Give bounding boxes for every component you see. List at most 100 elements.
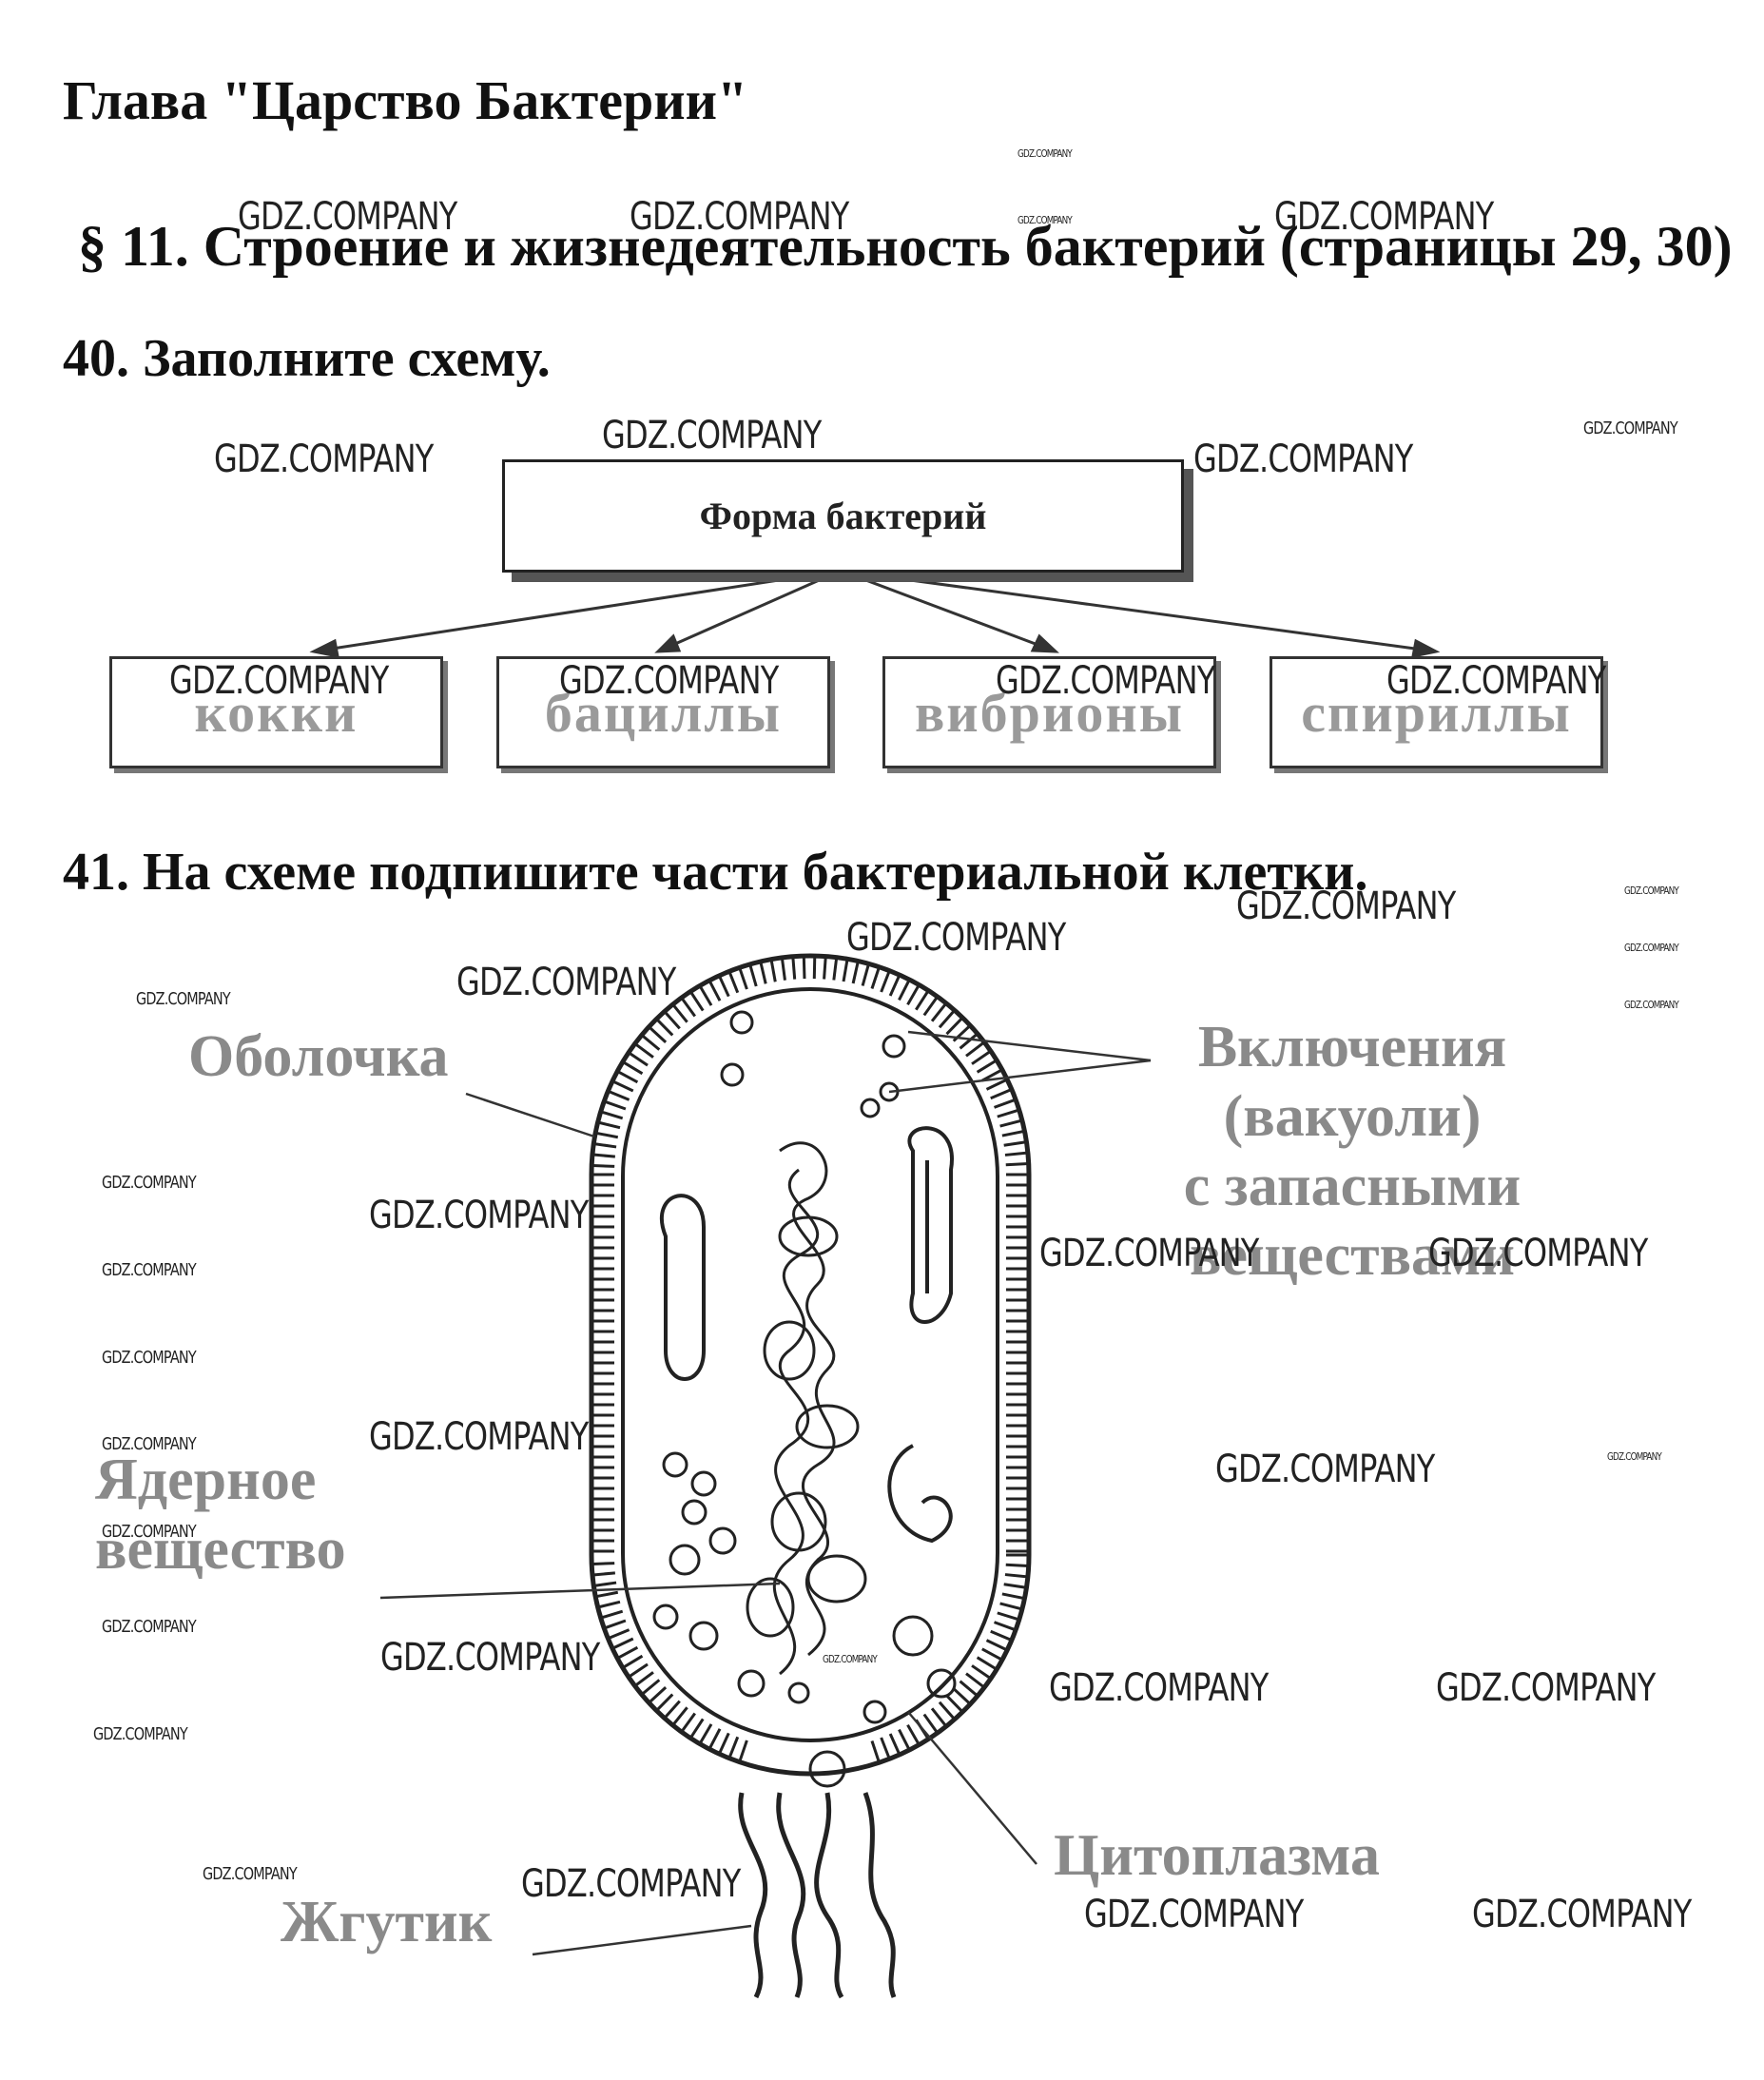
fringe-hair [952, 1687, 973, 1707]
fringe-hair [999, 1602, 1025, 1611]
watermark: GDZ.COMPANY [1018, 214, 1073, 226]
fringe-hair [906, 1723, 921, 1747]
watermark: GDZ.COMPANY [238, 195, 457, 239]
fringe-hair [945, 1015, 965, 1036]
fringe-hair [870, 1740, 882, 1765]
fringe-hair [990, 1087, 1015, 1100]
fringe-hair [993, 1098, 1018, 1109]
fringe-hair [769, 957, 777, 982]
fringe-hair [812, 954, 817, 980]
label-flagellum: Жгутик [281, 1890, 493, 1954]
fringe-hair [997, 1611, 1022, 1622]
fringe-hair [590, 1153, 616, 1158]
fringe-hair [976, 1058, 999, 1074]
fringe-hair [632, 1671, 654, 1689]
fringe-hair [697, 982, 713, 1006]
fringe-hair [717, 973, 730, 998]
label-nuclear-line1: Ядерное [95, 1448, 317, 1512]
fringe-hair [780, 955, 786, 981]
fringe-hair [758, 959, 767, 984]
arrowhead-spirilla [1411, 638, 1441, 658]
fringe-hair [1003, 1583, 1029, 1590]
fringe-hair [791, 954, 797, 980]
fringe-hair [999, 1118, 1025, 1128]
fringe-hair [707, 1728, 722, 1752]
label-nuclear-line2: вещество [95, 1517, 346, 1583]
fringe-hair [959, 1680, 980, 1699]
fringe-hair [990, 1629, 1015, 1643]
scheme-box-vibrios: вибрионы [882, 656, 1216, 768]
fringe-hair [717, 1732, 730, 1757]
fringe-hair [915, 987, 931, 1011]
fringe-hair [670, 1706, 688, 1728]
watermark: GDZ.COMPANY [559, 659, 779, 703]
arrow-to-vibrios [840, 569, 1056, 653]
fringe-hair [823, 954, 827, 980]
fringe-hair [632, 1040, 654, 1059]
fringe-hair [922, 994, 940, 1017]
fringe-hair [880, 1737, 892, 1761]
watermark: GDZ.COMPANY [369, 1194, 589, 1237]
fringe-hair [1004, 1151, 1030, 1157]
watermark: GDZ.COMPANY [102, 1522, 197, 1542]
fringe-hair [880, 968, 892, 993]
watermark: GDZ.COMPANY [456, 961, 676, 1004]
fringe-hair [888, 972, 902, 997]
fringe-hair [888, 1733, 902, 1758]
watermark: GDZ.COMPANY [203, 1864, 298, 1884]
leader-inclusions-2 [888, 1059, 1152, 1094]
fringe-hair [595, 1120, 621, 1130]
fringe-hair [688, 989, 705, 1012]
fringe-hair [870, 964, 882, 989]
watermark: GDZ.COMPANY [136, 989, 231, 1009]
fringe-hair [601, 1098, 627, 1111]
fringe-hair [605, 1089, 630, 1101]
watermark: GDZ.COMPANY [1624, 942, 1679, 954]
fringe-hair [592, 1131, 619, 1139]
watermark: GDZ.COMPANY [1049, 1666, 1269, 1710]
fringe-hair [595, 1600, 621, 1609]
watermark: GDZ.COMPANY [823, 1653, 878, 1665]
fringe-hair [590, 1163, 615, 1168]
watermark: GDZ.COMPANY [1274, 195, 1494, 239]
fringe-hair [679, 995, 696, 1018]
fringe-hair [737, 1740, 748, 1765]
watermark: GDZ.COMPANY [102, 1617, 197, 1637]
fringe-hair [626, 1050, 649, 1067]
watermark: GDZ.COMPANY [1039, 1232, 1259, 1275]
watermark: GDZ.COMPANY [1624, 884, 1679, 897]
fringe-hair [851, 959, 861, 984]
scheme-label-vibrios: вибрионы [914, 681, 1185, 744]
fringe-hair [598, 1609, 624, 1621]
watermark: GDZ.COMPANY [846, 916, 1066, 960]
fringe-hair [626, 1662, 649, 1680]
arrow-to-spirilla [840, 569, 1437, 653]
label-inclusions-line1: Включения [1197, 1015, 1507, 1079]
fringe-hair [737, 964, 748, 990]
fringe-hair [842, 957, 849, 982]
fringe-hair [646, 1686, 668, 1705]
watermark: GDZ.COMPANY [602, 414, 822, 457]
fringe-hair [930, 1707, 949, 1729]
fringe-hair [861, 962, 871, 986]
fringe-hair [898, 1728, 912, 1753]
watermark: GDZ.COMPANY [93, 1724, 188, 1744]
fringe-hair [592, 1590, 619, 1599]
fringe-hair [653, 1016, 674, 1037]
fringe-hair [697, 1723, 713, 1747]
fringe-hair [938, 1007, 958, 1029]
flagella [738, 1792, 897, 1999]
leader-membrane [465, 1092, 595, 1138]
fringe-hair [981, 1067, 1005, 1082]
label-inclusions-line2: (вакуоли) [1223, 1084, 1482, 1150]
label-inclusions: Включения (вакуоли) с запасными вещества… [1162, 1013, 1542, 1292]
scheme-label-spirilla: спириллы [1301, 681, 1572, 744]
watermark: GDZ.COMPANY [102, 1434, 197, 1454]
task-41-heading: 41. На схеме подпишите части бактериальн… [63, 843, 1368, 902]
fringe-hair [965, 1672, 987, 1690]
arrow-to-cocci [313, 569, 842, 653]
watermark: GDZ.COMPANY [1193, 437, 1413, 481]
watermark: GDZ.COMPANY [1386, 659, 1606, 703]
